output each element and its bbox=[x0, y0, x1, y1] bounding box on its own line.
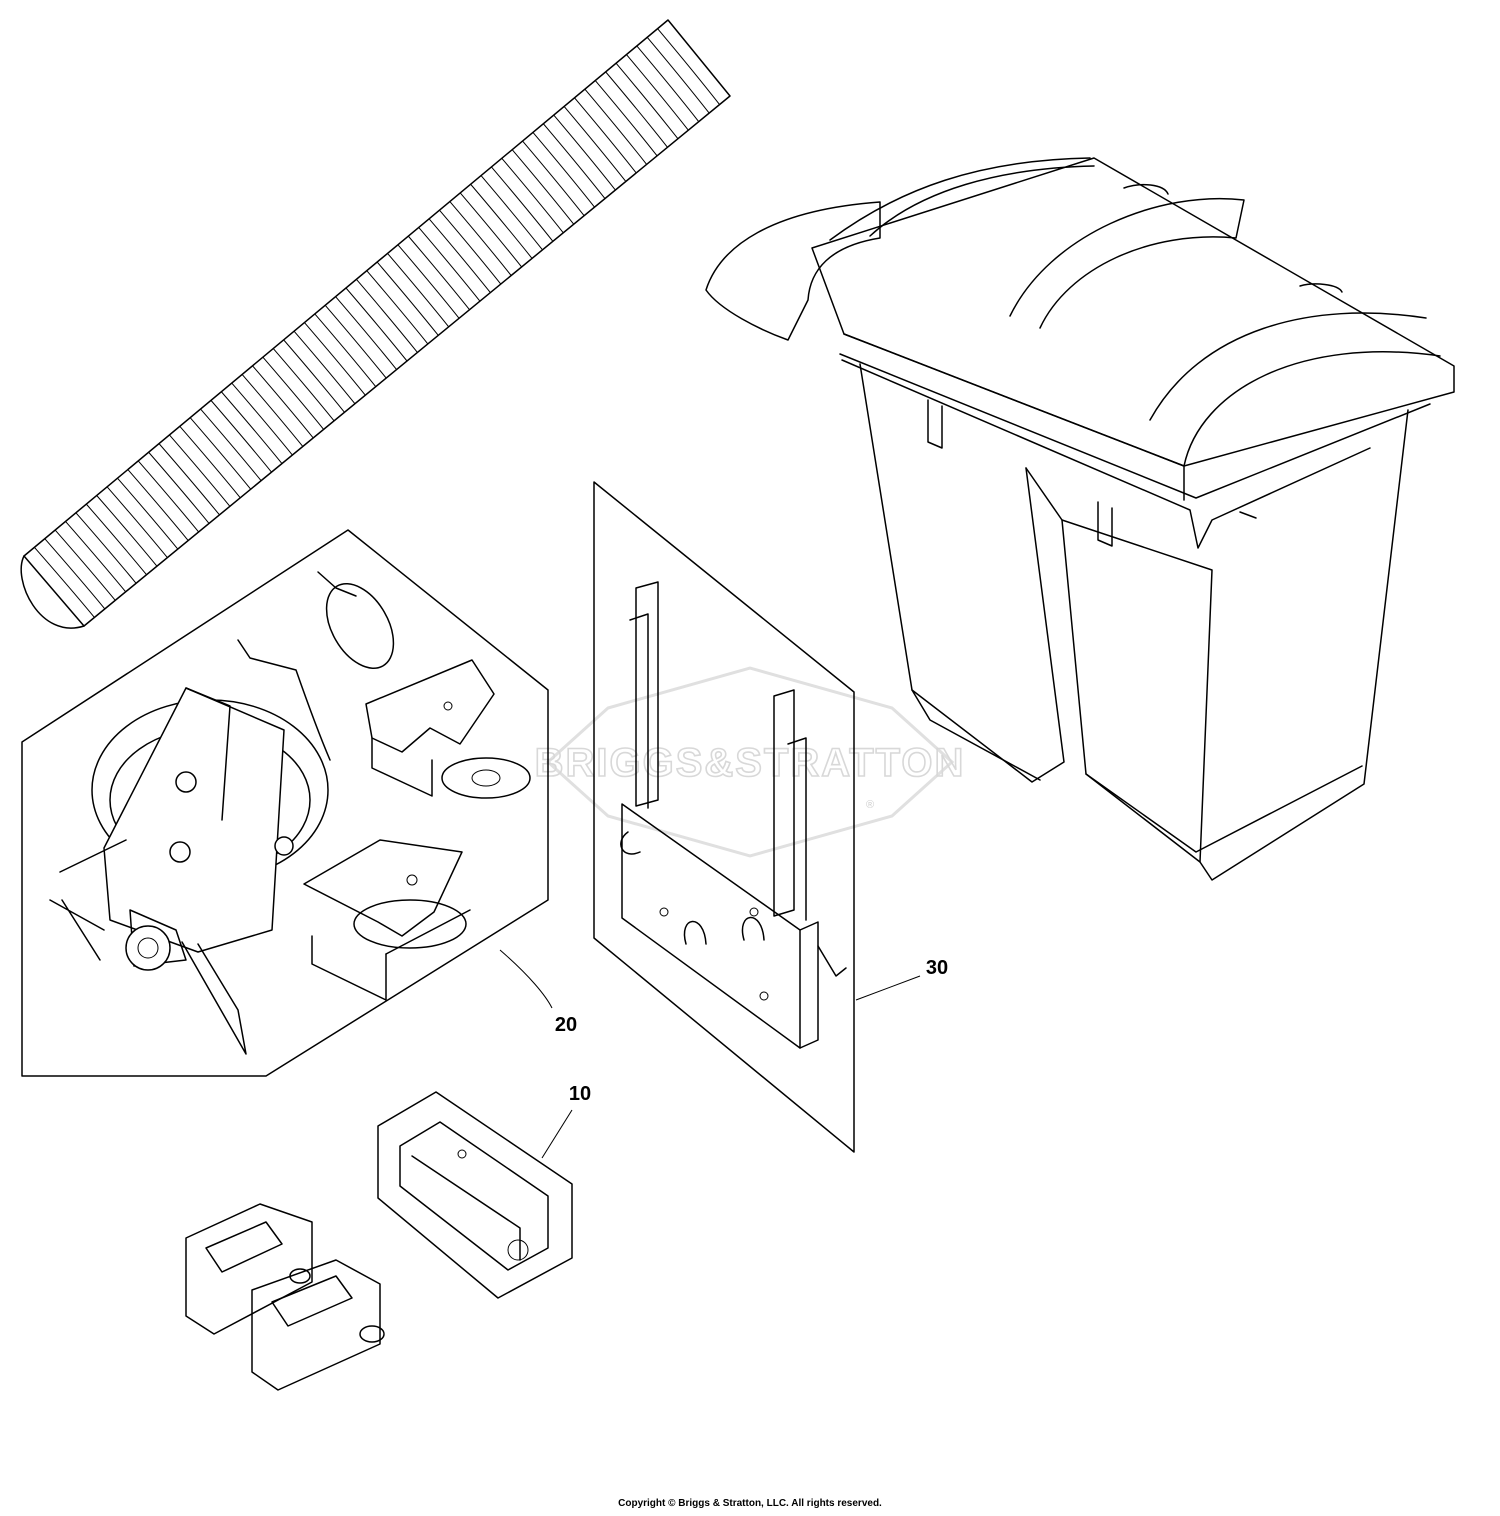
hose-rib bbox=[283, 339, 345, 413]
blower-kit-illustration bbox=[21, 529, 549, 1077]
hose-rib bbox=[96, 495, 158, 567]
hose-rib bbox=[563, 106, 627, 182]
hose-rib bbox=[169, 434, 231, 507]
wheel-weights-illustration bbox=[185, 1203, 385, 1391]
watermark-text: BRIGGS&STRATTON bbox=[535, 741, 966, 785]
hose-rib bbox=[220, 391, 283, 464]
leader-line-30 bbox=[855, 975, 921, 1001]
hose-rib bbox=[615, 62, 679, 140]
hose-rib bbox=[117, 477, 179, 550]
hose-rib bbox=[200, 408, 262, 481]
callout-10: 10 bbox=[569, 1083, 591, 1105]
hose-rib bbox=[646, 36, 710, 114]
hose-rib bbox=[262, 356, 325, 430]
callout-30: 30 bbox=[926, 957, 948, 979]
hose-rib bbox=[314, 313, 377, 387]
hose-rib bbox=[106, 486, 168, 558]
hose-rib bbox=[335, 296, 397, 370]
hose-rib bbox=[418, 227, 481, 302]
hose-rib bbox=[54, 529, 116, 601]
hose-rib bbox=[574, 97, 637, 174]
hose-rib bbox=[148, 451, 210, 524]
hose-rib bbox=[449, 201, 512, 276]
hose-rib bbox=[210, 400, 272, 473]
hose-rib bbox=[532, 132, 595, 208]
hose-rib bbox=[127, 469, 189, 541]
grass-bag-illustration bbox=[705, 157, 1455, 881]
hose-rib bbox=[189, 417, 252, 490]
hose-rib bbox=[636, 45, 700, 122]
hose-rib bbox=[293, 330, 356, 405]
hose-rib bbox=[657, 28, 720, 105]
hose-rib bbox=[65, 521, 127, 593]
hose-rib bbox=[304, 322, 366, 396]
hose-rib bbox=[397, 244, 460, 319]
hose-rib bbox=[439, 209, 502, 285]
hose-rib bbox=[501, 157, 564, 234]
hose-rib bbox=[522, 140, 585, 216]
hose-rib bbox=[356, 279, 418, 353]
hose-rib bbox=[459, 192, 523, 268]
bracket-kit-illustration bbox=[377, 1091, 573, 1299]
hose-rib bbox=[480, 175, 543, 251]
hose-rib bbox=[626, 54, 689, 131]
hose-rib bbox=[491, 166, 554, 242]
hose-rib bbox=[272, 348, 335, 422]
hose-rib bbox=[376, 261, 439, 336]
hose-illustration bbox=[20, 19, 731, 629]
hose-rib bbox=[387, 253, 450, 328]
leader-lines bbox=[499, 949, 921, 1159]
hose-rib bbox=[179, 425, 241, 499]
copyright-notice: Copyright © Briggs & Stratton, LLC. All … bbox=[618, 1498, 882, 1509]
hose-rib bbox=[605, 71, 668, 148]
hose-rib bbox=[241, 374, 304, 447]
hose-rib bbox=[34, 547, 95, 618]
hose-rib bbox=[324, 304, 387, 379]
watermark-registered-mark: ® bbox=[866, 799, 874, 811]
hose-rib bbox=[542, 123, 606, 199]
hose-rib bbox=[345, 287, 408, 362]
hose-rib bbox=[428, 218, 491, 293]
watermark-logo: BRIGGS&STRATTON ® bbox=[534, 666, 966, 858]
leader-line-10 bbox=[541, 1109, 573, 1159]
hose-rib bbox=[252, 365, 314, 439]
hose-rib bbox=[511, 149, 575, 225]
hose-rib bbox=[44, 538, 106, 610]
hose-rib bbox=[366, 270, 429, 345]
hitch-kit-illustration bbox=[593, 481, 855, 1153]
hose-rib bbox=[470, 183, 533, 259]
hose-rib bbox=[231, 382, 293, 456]
hose-rib bbox=[584, 88, 648, 165]
hose-rib bbox=[137, 460, 199, 533]
hose-rib bbox=[594, 80, 658, 157]
hose-rib bbox=[85, 503, 147, 576]
hose-rib bbox=[407, 235, 470, 311]
callout-20: 20 bbox=[555, 1014, 577, 1036]
hose-rib bbox=[553, 114, 616, 191]
leader-line-20 bbox=[499, 949, 553, 1009]
hose-rib bbox=[158, 443, 220, 516]
hose-rib bbox=[75, 512, 137, 584]
